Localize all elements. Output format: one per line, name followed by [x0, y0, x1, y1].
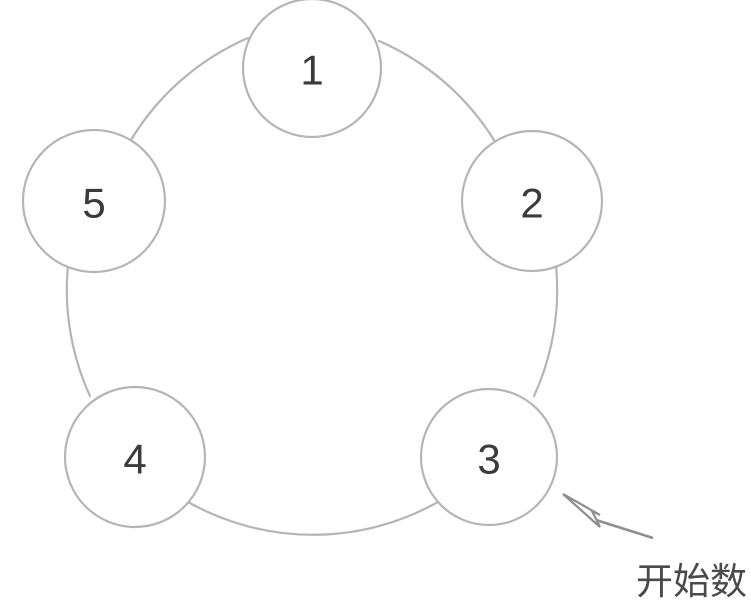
- node-3[interactable]: 3: [419, 387, 559, 527]
- node-1-label: 1: [300, 47, 323, 94]
- edge-4-to-5: [65, 263, 92, 398]
- node-5-circle[interactable]: [21, 128, 167, 274]
- edge-1-to-2: [377, 39, 496, 142]
- node-4-label: 4: [123, 436, 146, 483]
- node-5-label: 5: [82, 180, 105, 227]
- ring-nodes: 1 2 3 4 5: [21, 0, 604, 529]
- node-3-label: 3: [477, 436, 500, 483]
- start-annotation-arrow: [562, 493, 654, 540]
- edge-5-to-1: [129, 36, 250, 142]
- node-2-label: 2: [520, 180, 543, 227]
- node-4[interactable]: 4: [63, 385, 207, 529]
- arrow-head-icon: [562, 493, 601, 528]
- node-4-circle[interactable]: [63, 385, 207, 529]
- node-1[interactable]: 1: [241, 0, 383, 139]
- ring-edges: [65, 36, 559, 536]
- node-3-circle[interactable]: [419, 387, 559, 527]
- edge-3-to-4: [186, 500, 440, 536]
- arrow-shaft: [595, 518, 654, 540]
- edge-2-to-3: [532, 263, 559, 398]
- node-5[interactable]: 5: [21, 128, 167, 274]
- node-2-circle[interactable]: [460, 129, 604, 273]
- node-1-circle[interactable]: [241, 0, 383, 139]
- node-2[interactable]: 2: [460, 129, 604, 273]
- start-annotation-label: 开始数: [636, 561, 747, 602]
